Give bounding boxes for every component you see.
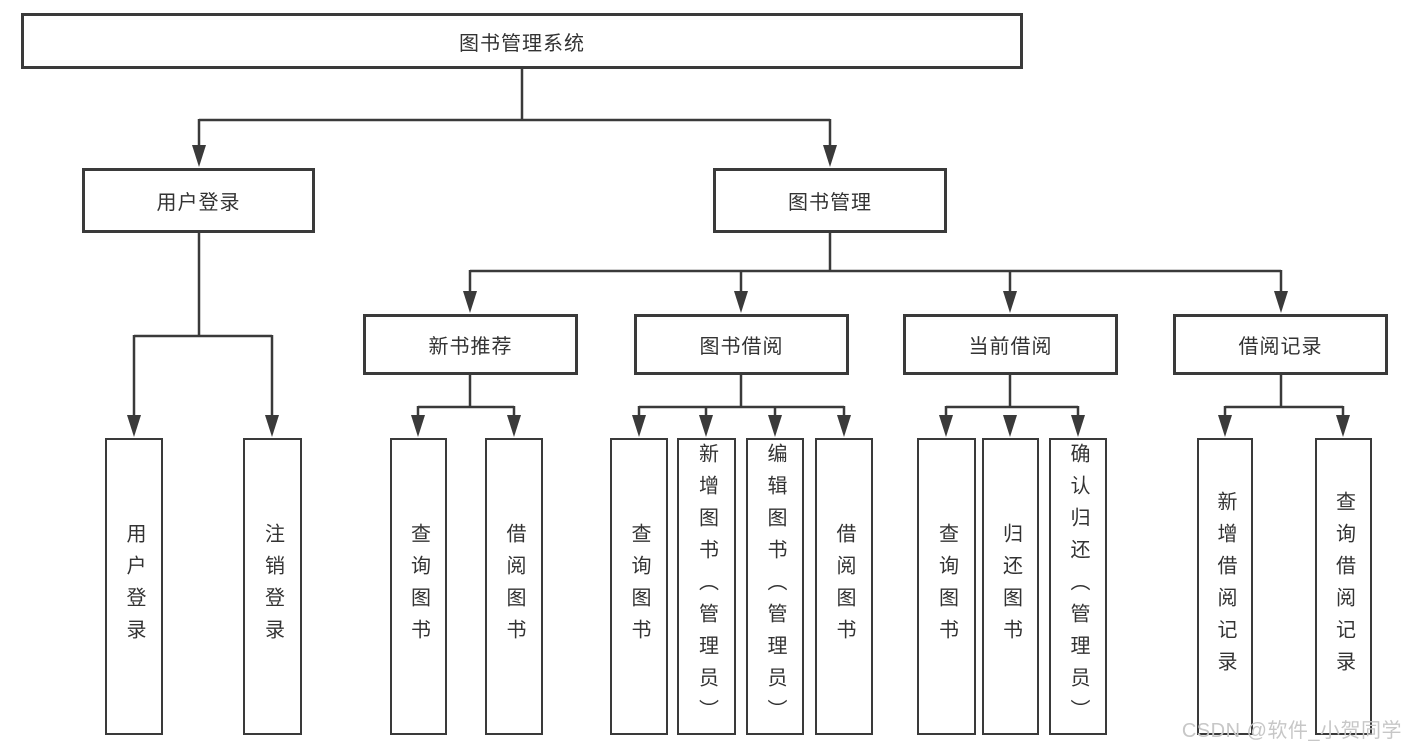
node-book-management-label: 图书管理 bbox=[788, 192, 872, 214]
leaf-confirm-return-admin-label: 确认归还（管理员） bbox=[1067, 442, 1089, 731]
leaf-edit-book-admin-label: 编辑图书（管理员） bbox=[764, 442, 786, 731]
leaf-query-books-recommend-label: 查询图书 bbox=[407, 522, 430, 651]
leaf-user-login: 用户登录 bbox=[105, 438, 163, 735]
node-borrowing-records-label: 借阅记录 bbox=[1238, 336, 1323, 358]
leaf-return-books: 归还图书 bbox=[982, 438, 1039, 735]
leaf-logout-label: 注销登录 bbox=[261, 522, 284, 651]
leaf-add-borrow-record: 新增借阅记录 bbox=[1197, 438, 1253, 735]
leaf-query-books-borrowing-label: 查询图书 bbox=[628, 522, 650, 651]
leaf-borrow-books-recommend: 借阅图书 bbox=[485, 438, 543, 735]
node-book-borrowing: 图书借阅 bbox=[634, 314, 849, 375]
node-borrowing-records: 借阅记录 bbox=[1173, 314, 1388, 375]
leaf-edit-book-admin: 编辑图书（管理员） bbox=[746, 438, 804, 735]
node-new-book-recommend-label: 新书推荐 bbox=[428, 336, 513, 358]
leaf-return-books-label: 归还图书 bbox=[999, 522, 1022, 651]
node-book-management: 图书管理 bbox=[713, 168, 947, 233]
node-new-book-recommend: 新书推荐 bbox=[363, 314, 578, 375]
node-book-borrowing-label: 图书借阅 bbox=[699, 336, 784, 358]
leaf-query-books-current: 查询图书 bbox=[917, 438, 976, 735]
node-user-login-label: 用户登录 bbox=[156, 192, 241, 214]
leaf-query-books-borrowing: 查询图书 bbox=[610, 438, 668, 735]
leaf-query-books-recommend: 查询图书 bbox=[390, 438, 447, 735]
leaf-logout: 注销登录 bbox=[243, 438, 302, 735]
leaf-query-borrow-record-label: 查询借阅记录 bbox=[1332, 490, 1355, 683]
node-library-system: 图书管理系统 bbox=[21, 13, 1023, 69]
leaf-borrow-books: 借阅图书 bbox=[815, 438, 873, 735]
leaf-add-book-admin-label: 新增图书（管理员） bbox=[695, 442, 718, 731]
leaf-borrow-books-label: 借阅图书 bbox=[833, 522, 855, 651]
leaf-borrow-books-recommend-label: 借阅图书 bbox=[503, 522, 525, 651]
leaf-add-book-admin: 新增图书（管理员） bbox=[677, 438, 736, 735]
node-user-login: 用户登录 bbox=[82, 168, 315, 233]
node-current-borrowing-label: 当前借阅 bbox=[968, 336, 1053, 358]
leaf-query-books-current-label: 查询图书 bbox=[935, 522, 958, 651]
node-library-system-label: 图书管理系统 bbox=[459, 32, 585, 55]
leaf-query-borrow-record: 查询借阅记录 bbox=[1315, 438, 1372, 735]
leaf-add-borrow-record-label: 新增借阅记录 bbox=[1214, 490, 1236, 683]
leaf-user-login-label: 用户登录 bbox=[123, 522, 145, 651]
node-current-borrowing: 当前借阅 bbox=[903, 314, 1118, 375]
leaf-confirm-return-admin: 确认归还（管理员） bbox=[1049, 438, 1107, 735]
